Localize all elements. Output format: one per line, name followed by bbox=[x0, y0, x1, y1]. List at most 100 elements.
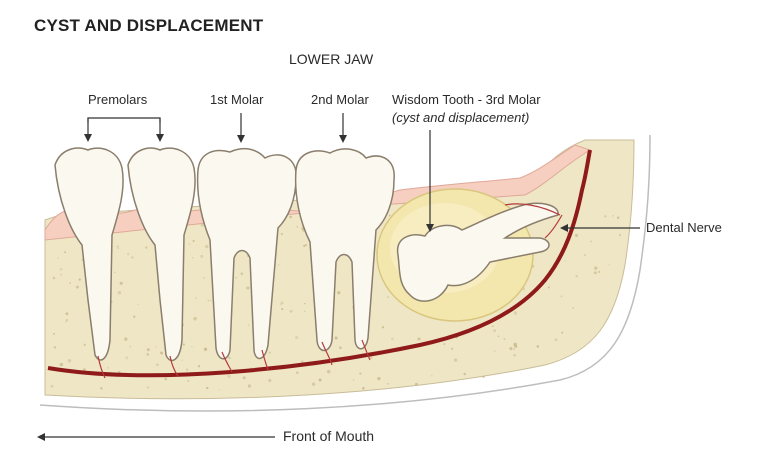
premolar-2-arrow-icon bbox=[156, 134, 164, 142]
bone-speckle bbox=[210, 299, 212, 302]
bone-speckle bbox=[129, 345, 132, 348]
bone-speckle bbox=[561, 331, 564, 334]
bone-speckle bbox=[326, 369, 331, 374]
premolar-tooth-2 bbox=[127, 147, 196, 362]
bone-speckle bbox=[491, 325, 494, 328]
bone-speckle bbox=[604, 215, 607, 218]
first-molar-tooth bbox=[196, 147, 297, 360]
bone-speckle bbox=[145, 246, 148, 249]
bone-speckle bbox=[146, 348, 150, 352]
bone-speckle bbox=[296, 226, 298, 228]
bone-speckle bbox=[191, 257, 194, 259]
bone-speckle bbox=[181, 359, 183, 362]
bone-speckle bbox=[227, 374, 231, 379]
arrow-heads bbox=[37, 134, 568, 441]
premolars-label: Premolars bbox=[88, 92, 148, 107]
bone-speckle bbox=[114, 271, 116, 274]
bone-speckle bbox=[554, 338, 558, 342]
bone-speckle bbox=[564, 260, 566, 262]
bone-speckle bbox=[186, 368, 189, 371]
bone-speckle bbox=[205, 244, 209, 249]
bone-speckle bbox=[124, 337, 128, 341]
bone-speckle bbox=[191, 346, 193, 348]
bone-speckle bbox=[443, 343, 446, 345]
bone-speckle bbox=[572, 307, 575, 309]
bone-speckle bbox=[100, 387, 103, 390]
bone-speckle bbox=[493, 329, 497, 333]
bone-speckle bbox=[182, 343, 185, 346]
bone-speckle bbox=[59, 362, 64, 367]
bone-speckle bbox=[116, 245, 119, 248]
bone-speckle bbox=[53, 332, 55, 335]
callout-lines bbox=[45, 113, 640, 438]
second-molar-tooth bbox=[294, 148, 395, 352]
bone-speckle bbox=[387, 296, 389, 298]
bone-speckle bbox=[75, 285, 79, 289]
bone-speckle bbox=[431, 375, 433, 377]
bone-speckle bbox=[388, 214, 391, 217]
wisdom-tooth bbox=[396, 202, 559, 302]
bone-speckle bbox=[453, 358, 458, 362]
bone-speckle bbox=[246, 286, 250, 290]
bone-speckle bbox=[497, 335, 500, 338]
bone-speckle bbox=[598, 270, 601, 274]
bone-speckle bbox=[377, 376, 381, 381]
bone-speckle bbox=[482, 375, 485, 378]
bone-speckle bbox=[414, 382, 418, 386]
bone-speckle bbox=[131, 256, 134, 259]
bone-speckle bbox=[133, 315, 136, 318]
jaw-outer-edge bbox=[39, 134, 651, 412]
bone-speckle bbox=[125, 356, 129, 360]
wisdom-tooth-label: Wisdom Tooth - 3rd Molar bbox=[392, 92, 541, 107]
bone-speckle bbox=[575, 274, 578, 278]
bone-speckle bbox=[155, 346, 157, 348]
bone-speckle bbox=[280, 232, 284, 236]
bone-speckle bbox=[56, 257, 59, 259]
bone-speckle bbox=[503, 337, 506, 340]
bone-speckle bbox=[235, 276, 237, 279]
bone-speckle bbox=[608, 264, 610, 266]
second-molar-arrow-icon bbox=[339, 135, 347, 143]
bone-speckle bbox=[195, 297, 197, 299]
bone-speckle bbox=[203, 277, 205, 279]
bone-speckle bbox=[146, 353, 150, 356]
wisdom-arrow-icon bbox=[426, 224, 434, 232]
bone-speckle bbox=[137, 303, 139, 305]
bone-speckle bbox=[117, 290, 122, 295]
bone-speckle bbox=[513, 348, 515, 351]
bone-speckle bbox=[370, 356, 373, 359]
bone-speckle bbox=[200, 254, 204, 258]
second-molar-label: 2nd Molar bbox=[311, 92, 369, 107]
bone-speckle bbox=[78, 278, 81, 281]
first-molar-label: 1st Molar bbox=[210, 92, 264, 107]
bone-speckle bbox=[547, 286, 550, 289]
bone-speckle bbox=[228, 356, 231, 360]
wisdom-tooth-note: (cyst and displacement) bbox=[392, 110, 530, 125]
first-molar-arrow-icon bbox=[237, 135, 245, 143]
bone-speckle bbox=[203, 347, 208, 351]
bone-speckle bbox=[352, 379, 355, 381]
bone-speckle bbox=[164, 377, 168, 381]
bone-speckle bbox=[281, 308, 284, 311]
bone-speckle bbox=[584, 254, 587, 256]
bone-speckle bbox=[463, 372, 466, 376]
bone-speckle bbox=[493, 350, 496, 352]
nerve-arrow-icon bbox=[560, 224, 568, 232]
bone-speckle bbox=[146, 386, 150, 389]
front-of-mouth-label: Front of Mouth bbox=[283, 428, 375, 444]
bone-speckle bbox=[362, 386, 365, 390]
bone-speckle bbox=[612, 215, 614, 217]
dental-nerve-label: Dental Nerve bbox=[646, 220, 722, 235]
bone-speckle bbox=[278, 264, 280, 266]
bone-speckle bbox=[60, 273, 63, 276]
page-title: CYST AND DISPLACEMENT bbox=[34, 16, 264, 35]
bone-speckle bbox=[119, 281, 123, 285]
nerve-branches bbox=[97, 203, 563, 379]
premolars-bracket bbox=[87, 117, 161, 123]
bone-speckle bbox=[303, 244, 306, 248]
bone-speckle bbox=[160, 351, 164, 355]
bone-speckle bbox=[52, 276, 56, 280]
bone-speckle bbox=[64, 251, 67, 254]
bone-speckle bbox=[575, 234, 578, 237]
bone-speckle bbox=[83, 343, 86, 346]
